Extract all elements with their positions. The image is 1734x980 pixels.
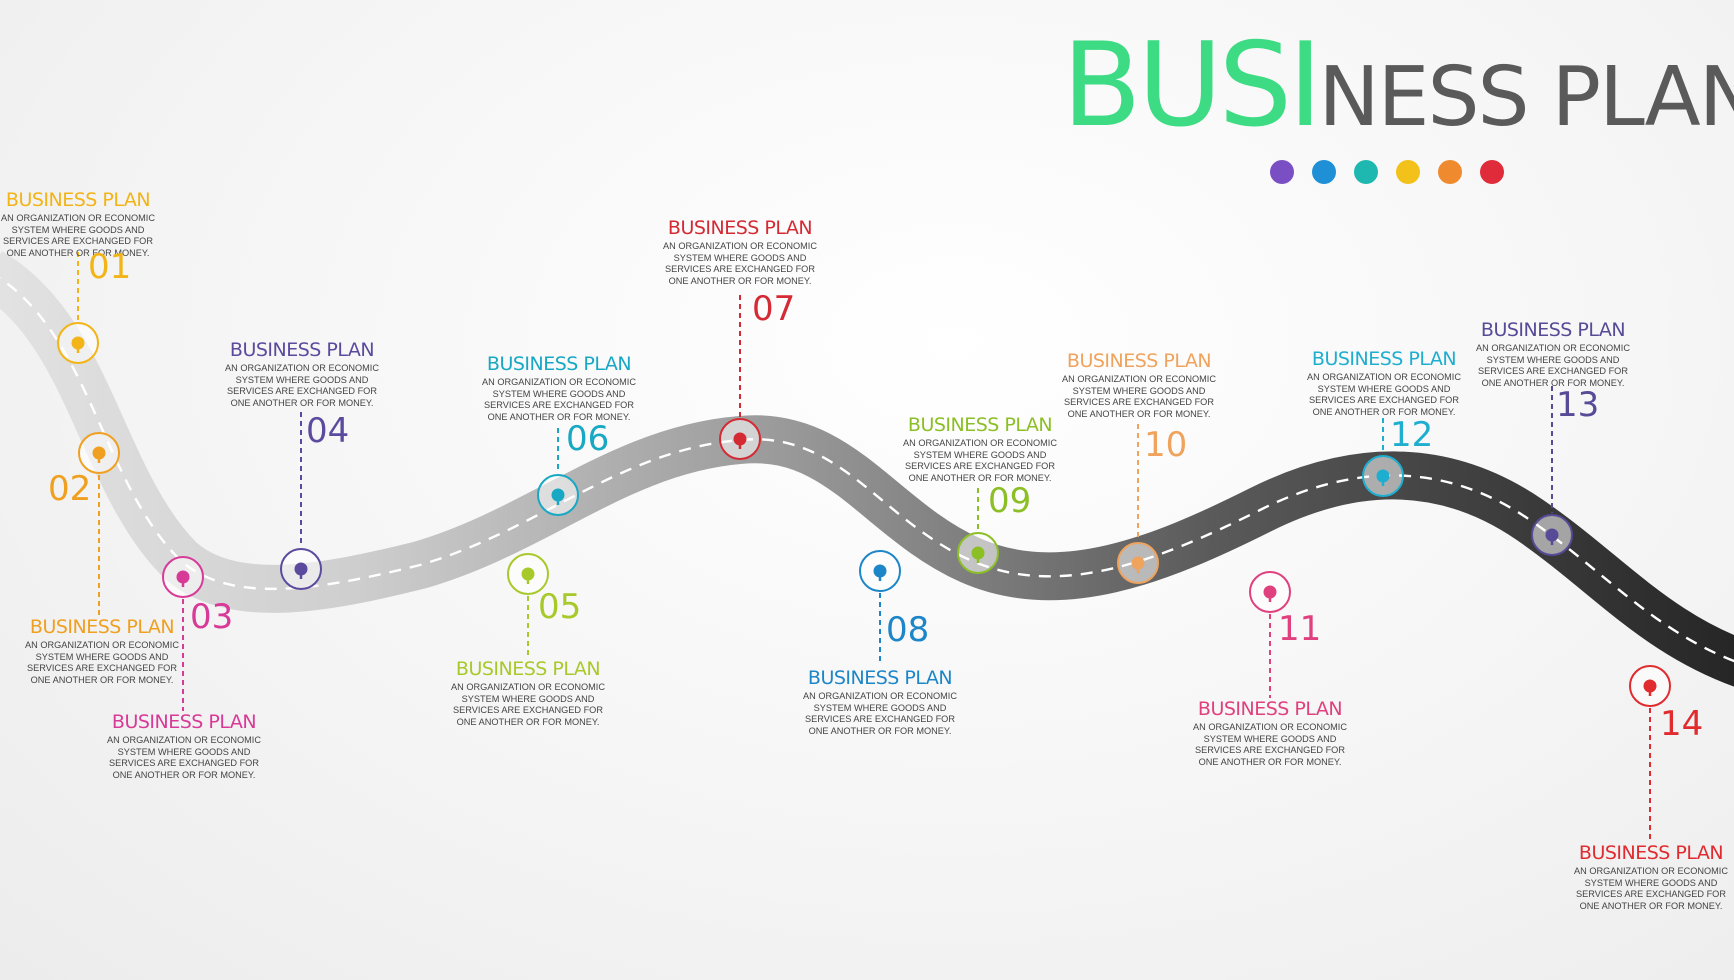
step-markers — [57, 252, 1671, 842]
step-heading: BUSINESS PLAN — [807, 667, 953, 689]
step-heading: BUSINESS PLAN — [486, 353, 632, 375]
step-heading: BUSINESS PLAN — [1311, 348, 1457, 370]
step-description: AN ORGANIZATION OR ECONOMIC SYSTEM WHERE… — [1193, 722, 1347, 767]
step-number: 02 — [48, 469, 92, 509]
palette-dot — [1396, 160, 1420, 184]
step-04-text: BUSINESS PLAN AN ORGANIZATION OR ECONOMI… — [202, 339, 402, 409]
step-number: 12 — [1390, 415, 1434, 455]
step-06-text: BUSINESS PLAN AN ORGANIZATION OR ECONOMI… — [459, 353, 659, 423]
step-heading: BUSINESS PLAN — [5, 189, 151, 211]
step-07-text: BUSINESS PLAN AN ORGANIZATION OR ECONOMI… — [640, 217, 840, 287]
step-heading: BUSINESS PLAN — [1578, 842, 1724, 864]
step-description: AN ORGANIZATION OR ECONOMIC SYSTEM WHERE… — [903, 438, 1057, 483]
step-01-text: BUSINESS PLAN AN ORGANIZATION OR ECONOMI… — [0, 189, 178, 259]
step-number: 05 — [538, 587, 582, 627]
step-description: AN ORGANIZATION OR ECONOMIC SYSTEM WHERE… — [25, 640, 179, 685]
step-heading: BUSINESS PLAN — [1197, 698, 1343, 720]
step-description: AN ORGANIZATION OR ECONOMIC SYSTEM WHERE… — [663, 241, 817, 286]
step-heading: BUSINESS PLAN — [29, 616, 175, 638]
road-center-line — [0, 277, 1734, 663]
step-heading: BUSINESS PLAN — [455, 658, 601, 680]
step-description: AN ORGANIZATION OR ECONOMIC SYSTEM WHERE… — [482, 377, 636, 422]
step-heading: BUSINESS PLAN — [667, 217, 813, 239]
step-description: AN ORGANIZATION OR ECONOMIC SYSTEM WHERE… — [1062, 374, 1216, 419]
step-heading: BUSINESS PLAN — [907, 414, 1053, 436]
step-description: AN ORGANIZATION OR ECONOMIC SYSTEM WHERE… — [1476, 343, 1630, 388]
step-11-text: BUSINESS PLAN AN ORGANIZATION OR ECONOMI… — [1170, 698, 1370, 768]
step-description: AN ORGANIZATION OR ECONOMIC SYSTEM WHERE… — [451, 682, 605, 727]
step-description: AN ORGANIZATION OR ECONOMIC SYSTEM WHERE… — [803, 691, 957, 736]
step-description: AN ORGANIZATION OR ECONOMIC SYSTEM WHERE… — [225, 363, 379, 408]
palette-dots — [1270, 160, 1504, 184]
step-08-text: BUSINESS PLAN AN ORGANIZATION OR ECONOMI… — [780, 667, 980, 737]
step-02-text: BUSINESS PLAN AN ORGANIZATION OR ECONOMI… — [2, 616, 202, 686]
step-description: AN ORGANIZATION OR ECONOMIC SYSTEM WHERE… — [1574, 866, 1728, 911]
step-heading: BUSINESS PLAN — [111, 711, 257, 733]
step-number: 11 — [1278, 609, 1322, 649]
step-14-text: BUSINESS PLAN AN ORGANIZATION OR ECONOMI… — [1551, 842, 1734, 912]
step-heading: BUSINESS PLAN — [1480, 319, 1626, 341]
palette-dot — [1438, 160, 1462, 184]
step-number: 01 — [88, 247, 132, 287]
page-title: BUSINESS PLAN — [1062, 28, 1734, 144]
step-number: 04 — [306, 411, 350, 451]
step-number: 09 — [988, 481, 1032, 521]
step-10-text: BUSINESS PLAN AN ORGANIZATION OR ECONOMI… — [1039, 350, 1239, 420]
palette-dot — [1480, 160, 1504, 184]
step-description: AN ORGANIZATION OR ECONOMIC SYSTEM WHERE… — [107, 735, 261, 780]
step-13-text: BUSINESS PLAN AN ORGANIZATION OR ECONOMI… — [1453, 319, 1653, 389]
step-number: 14 — [1660, 704, 1704, 744]
title-part-2: NESS PLAN — [1318, 50, 1734, 145]
title-part-1: BUSI — [1062, 18, 1322, 153]
step-description: AN ORGANIZATION OR ECONOMIC SYSTEM WHERE… — [1307, 372, 1461, 417]
step-05-text: BUSINESS PLAN AN ORGANIZATION OR ECONOMI… — [428, 658, 628, 728]
step-number: 08 — [886, 610, 930, 650]
step-12-text: BUSINESS PLAN AN ORGANIZATION OR ECONOMI… — [1284, 348, 1484, 418]
step-description: AN ORGANIZATION OR ECONOMIC SYSTEM WHERE… — [1, 213, 155, 258]
step-09-text: BUSINESS PLAN AN ORGANIZATION OR ECONOMI… — [880, 414, 1080, 484]
palette-dot — [1354, 160, 1378, 184]
step-number: 03 — [190, 597, 234, 637]
step-number: 07 — [752, 289, 796, 329]
step-heading: BUSINESS PLAN — [1066, 350, 1212, 372]
step-number: 06 — [566, 419, 610, 459]
step-number: 10 — [1144, 425, 1188, 465]
palette-dot — [1270, 160, 1294, 184]
step-03-text: BUSINESS PLAN AN ORGANIZATION OR ECONOMI… — [84, 711, 284, 781]
step-heading: BUSINESS PLAN — [229, 339, 375, 361]
step-number: 13 — [1556, 385, 1600, 425]
palette-dot — [1312, 160, 1336, 184]
